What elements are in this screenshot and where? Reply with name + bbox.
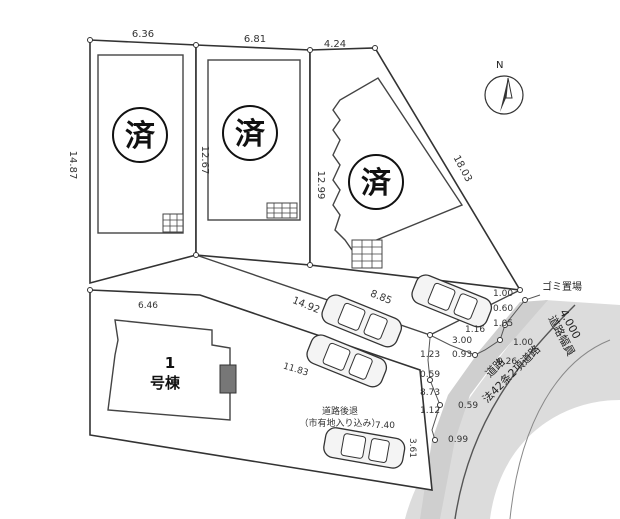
garbage-label: ゴミ置場 (542, 280, 582, 293)
house1-name: 号棟 (150, 374, 181, 392)
house1-entrance (219, 364, 237, 394)
survey-points (87, 37, 528, 443)
house1-building (107, 319, 231, 421)
house1-top-dim: 6.46 (138, 301, 158, 311)
boundary-note-2: （市有地入り込み） (299, 417, 380, 429)
lot-c-sold-mark (348, 154, 404, 210)
lot-b-top-dim: 6.81 (244, 34, 266, 45)
car-3 (306, 334, 388, 388)
house1-number: 1 (165, 354, 175, 372)
frontage-dim-10: 1.12 (420, 406, 440, 416)
lot-c-left-dim: 12.99 (315, 171, 326, 200)
frontage-dim-2: 1.05 (493, 319, 513, 329)
frontage-dim-11: 0.59 (458, 401, 478, 411)
house1-side-dim: 14.92 (291, 295, 322, 316)
lot-a-stair-grid (163, 214, 183, 232)
frontage-dim-8: 0.59 (420, 370, 440, 380)
lot-c-sold-label: 済 (361, 166, 392, 201)
road-shoulder (420, 300, 548, 519)
road-area (405, 300, 620, 519)
road-edge-inner (509, 339, 611, 519)
boundary-note: 道路後退 (322, 405, 358, 417)
lot-b-side-dim: 12.67 (199, 146, 210, 175)
lot-b-stair-grid (267, 203, 297, 218)
lot-c-top-dim: 4.24 (324, 39, 346, 50)
frontage-dim-1: 0.60 (493, 304, 513, 314)
lot-b-sold-mark (222, 105, 278, 161)
lot-a-top-dim: 6.36 (132, 29, 154, 40)
frontage-dim-9: 8.73 (420, 388, 440, 398)
frontage-dim-4: 3.00 (452, 336, 472, 346)
lot-a-side-dim: 14.87 (67, 151, 78, 180)
car-2 (321, 294, 403, 348)
road-edge-outer (454, 304, 576, 519)
car-4 (323, 427, 406, 469)
frontage-dim-12: 0.99 (448, 435, 468, 445)
frontage-dim-13: 1.00 (513, 338, 533, 348)
car-1 (411, 274, 493, 328)
lot-b-sold-label: 済 (235, 117, 266, 152)
frontage-dim-7: 1.23 (420, 350, 440, 360)
lot-a-stair (162, 213, 184, 233)
frontage-dim-0: 1.00 (493, 289, 513, 299)
frontage-dim-6: 0.26 (497, 357, 517, 367)
north-compass (484, 75, 524, 115)
house1-bottom-dim: 8.85 (369, 288, 394, 307)
house1-front-right-dim: 3.61 (407, 438, 417, 458)
lot-a-sold-label: 済 (125, 119, 156, 154)
frontage-dim-3: 1.16 (465, 325, 485, 335)
north-label: N (496, 60, 503, 71)
lot-c-stair-grid (352, 240, 382, 268)
lot-a-sold-mark (112, 107, 168, 163)
frontage-dim-5: 0.93 (452, 350, 472, 360)
driveway-survey-line (427, 294, 541, 441)
house1-front-dim: 7.40 (375, 421, 395, 431)
